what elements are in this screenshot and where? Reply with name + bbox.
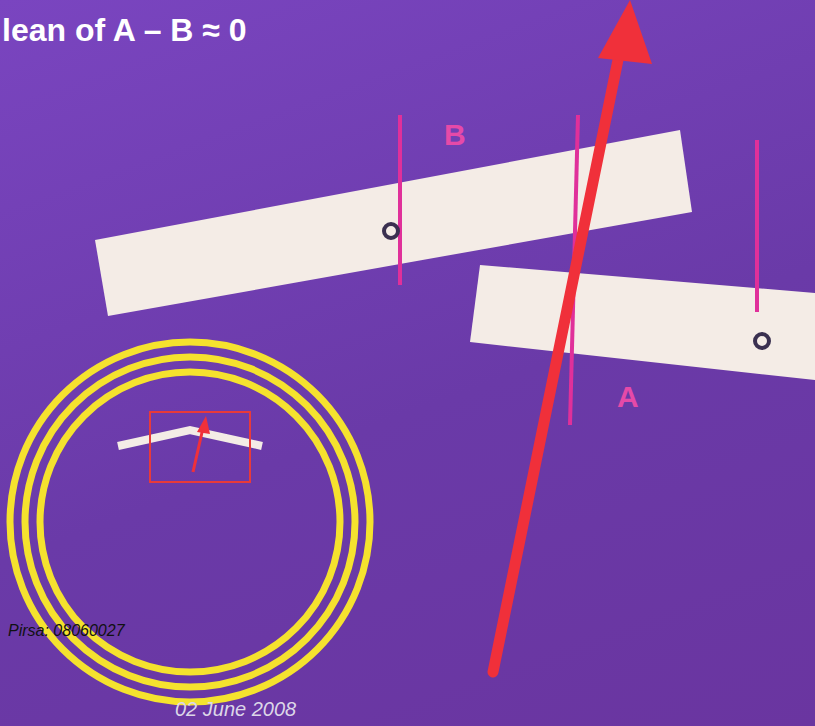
- strip-label: B: [444, 118, 466, 152]
- detector-ring: [10, 342, 370, 702]
- small-track: [193, 428, 203, 472]
- track-arrow: [493, 50, 620, 672]
- hit-marker: [755, 140, 759, 312]
- small-arrowhead: [197, 416, 210, 434]
- watermark: Pirsa: 08060027: [8, 622, 125, 640]
- hit-marker: [398, 115, 402, 285]
- strip-center: [384, 224, 398, 238]
- zoom-box: [150, 412, 250, 482]
- strip-arc: [118, 430, 262, 446]
- detector-strip: [470, 265, 815, 380]
- strip-label: A: [617, 380, 639, 414]
- slide-title: lean of A – B ≈ 0: [2, 12, 247, 49]
- date-note: 02 June 2008: [175, 698, 296, 721]
- strip-center: [755, 334, 769, 348]
- track-arrowhead: [598, 0, 652, 64]
